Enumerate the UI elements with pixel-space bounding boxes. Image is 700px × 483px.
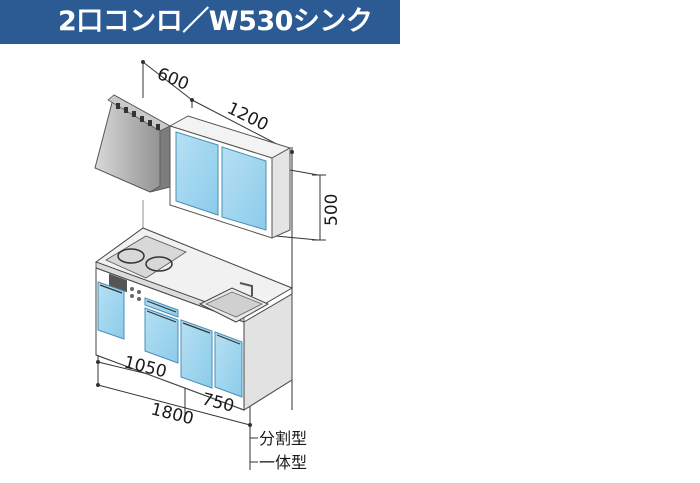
title-banner: 2口コンロ／W530シンク — [0, 0, 400, 44]
type-label-integrated: 一体型 — [259, 453, 307, 472]
range-hood — [94, 94, 171, 193]
page-title: 2口コンロ／W530シンク — [58, 6, 373, 37]
type-label-split: 分割型 — [259, 429, 307, 448]
dim-label-500: 500 — [322, 194, 342, 226]
base-cabinet — [94, 227, 294, 411]
dim-label-1800: 1800 — [149, 399, 196, 429]
dim-label-600: 600 — [154, 64, 192, 95]
wall-cabinet — [168, 115, 292, 239]
